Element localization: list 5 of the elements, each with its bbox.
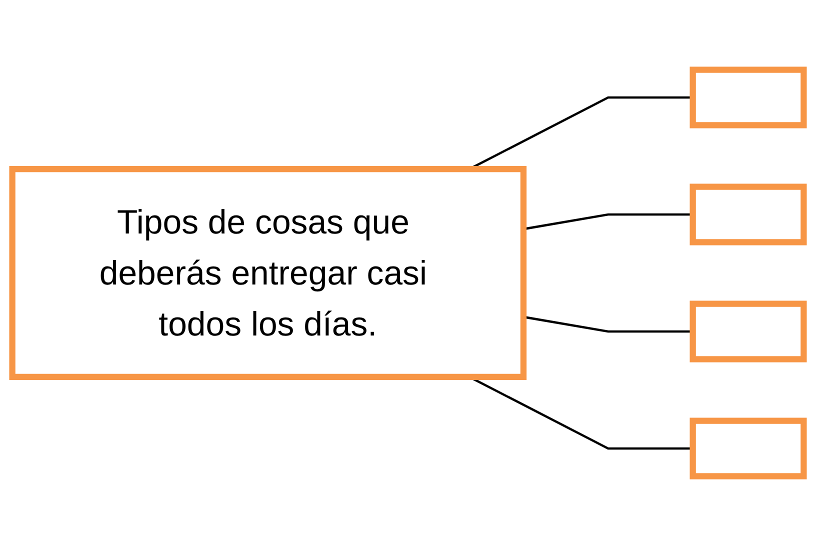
node-box xyxy=(690,184,807,246)
node-box xyxy=(690,418,807,480)
node-box xyxy=(690,300,807,362)
node-box: Tipos de cosas que deberás entregar casi todos los días. xyxy=(9,166,527,380)
node-box xyxy=(690,66,807,128)
